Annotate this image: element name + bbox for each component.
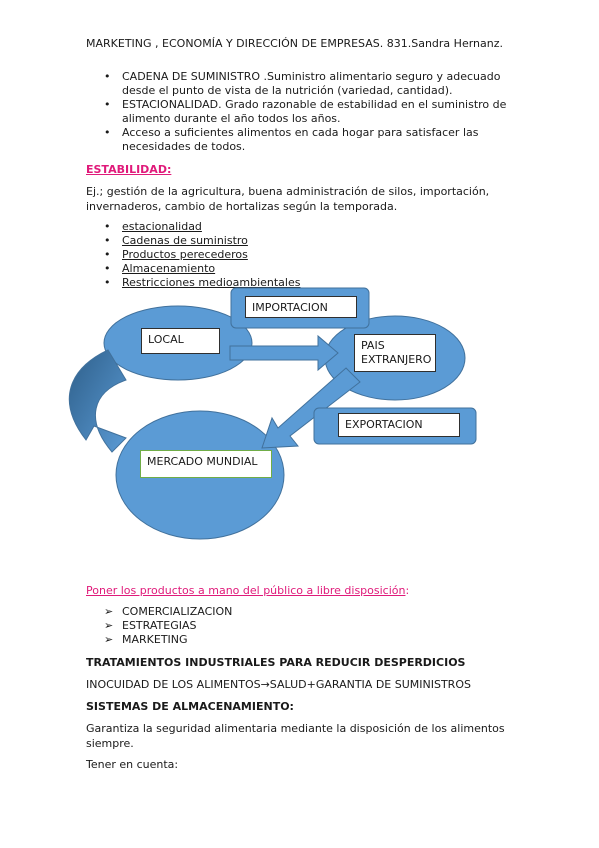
arrow-bullet-icon: ➢: [104, 619, 114, 632]
list-item: •Acceso a suficientes alimentos en cada …: [104, 126, 479, 153]
bullet-icon: •: [104, 126, 111, 139]
importacion-label-box: IMPORTACION: [245, 296, 357, 318]
list-item: ➢MARKETING: [104, 633, 188, 646]
bullet-icon: •: [104, 70, 111, 83]
bullet-icon: •: [104, 276, 111, 289]
list-item: ➢COMERCIALIZACION: [104, 605, 233, 618]
diagonal-arrow-icon: [261, 367, 361, 449]
arrow-bullet-list: ➢COMERCIALIZACION ➢ESTRATEGIAS ➢MARKETIN…: [86, 605, 232, 647]
list-item: •Almacenamiento: [104, 262, 216, 275]
list-item: ➢ESTRATEGIAS: [104, 619, 197, 632]
sistemas-heading: SISTEMAS DE ALMACENAMIENTO:: [86, 700, 294, 713]
intro-bullet-list: •CADENA DE SUMINISTRO .Suministro alimen…: [86, 70, 506, 154]
list-item: •Productos perecederos: [104, 248, 248, 261]
ej-paragraph: Ej.; gestión de la agricultura, buena ad…: [86, 185, 490, 213]
list-item: •Cadenas de suministro: [104, 234, 248, 247]
mercado-mundial-label-box: MERCADO MUNDIAL: [140, 450, 272, 478]
document-header: MARKETING , ECONOMÍA Y DIRECCIÓN DE EMPR…: [86, 37, 503, 50]
bullet-icon: •: [104, 234, 111, 247]
bullet-icon: •: [104, 248, 111, 261]
garantiza-paragraph: Garantiza la seguridad alimentaria media…: [86, 722, 505, 750]
list-item: •estacionalidad: [104, 220, 202, 233]
exportacion-label-box: EXPORTACION: [338, 413, 460, 437]
pais-extranjero-label-box: PAIS EXTRANJERO: [354, 334, 436, 372]
list-item: •ESTACIONALIDAD. Grado razonable de esta…: [104, 98, 507, 125]
tratamientos-heading: TRATAMIENTOS INDUSTRIALES PARA REDUCIR D…: [86, 656, 466, 669]
bullet-icon: •: [104, 98, 111, 111]
local-label-box: LOCAL: [141, 328, 220, 354]
list-item: •Restricciones medioambientales: [104, 276, 301, 289]
arrow-bullet-icon: ➢: [104, 605, 114, 618]
estabilidad-heading: ESTABILIDAD:: [86, 163, 172, 176]
right-arrow-icon: [229, 334, 339, 372]
bullet-icon: •: [104, 220, 111, 233]
bullet-icon: •: [104, 262, 111, 275]
curved-arrow-icon: [68, 349, 127, 453]
poner-line: Poner los productos a mano del público a…: [86, 584, 410, 597]
inocuidad-line: INOCUIDAD DE LOS ALIMENTOS→SALUD+GARANTI…: [86, 678, 471, 691]
arrow-bullet-icon: ➢: [104, 633, 114, 646]
factor-bullet-list: •estacionalidad •Cadenas de suministro •…: [86, 220, 300, 290]
list-item: •CADENA DE SUMINISTRO .Suministro alimen…: [104, 70, 501, 97]
tener-line: Tener en cuenta:: [86, 758, 179, 771]
